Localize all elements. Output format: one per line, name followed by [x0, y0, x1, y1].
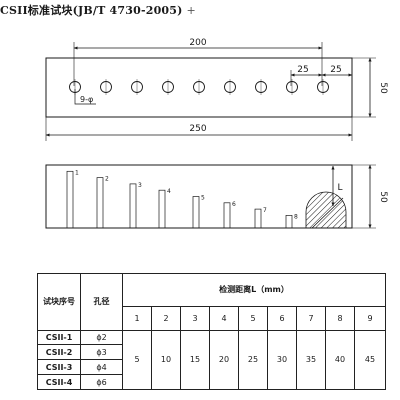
- distance-col-2: 2: [151, 305, 181, 331]
- side-view-holes: 1 2 3 4 5 6 7 8: [66, 169, 298, 229]
- side-hole-number-2: 2: [105, 176, 109, 183]
- header-hole-diameter: 孔径: [80, 273, 123, 331]
- distance-value-8: 40: [325, 329, 355, 390]
- distance-value-5: 25: [238, 329, 268, 390]
- title-cross-mark: +: [186, 4, 196, 17]
- specimen-code: CSII-4: [37, 374, 81, 390]
- side-hole-7: [254, 208, 262, 229]
- dim-L-label: L: [337, 183, 342, 193]
- distance-col-7: 7: [296, 305, 326, 331]
- side-hole-number-8: 8: [294, 213, 298, 220]
- top-view-holes: [69, 79, 329, 95]
- distance-value-1: 5: [122, 329, 152, 390]
- distance-value-7: 35: [296, 329, 326, 390]
- document-title: CSII标准试块(JB/T 4730-2005)+: [0, 2, 196, 18]
- side-hole-number-1: 1: [75, 169, 79, 176]
- hole-diameter: ϕ3: [80, 344, 123, 361]
- distance-value-4: 20: [209, 329, 239, 390]
- distance-col-8: 8: [325, 305, 355, 331]
- distance-col-5: 5: [238, 305, 268, 331]
- specimen-code: CSII-3: [37, 359, 81, 376]
- side-hole-number-7: 7: [263, 207, 267, 214]
- dim-50-side-label: 50: [378, 191, 388, 203]
- side-hole-8: [285, 215, 293, 229]
- distance-col-6: 6: [267, 305, 297, 331]
- distance-value-6: 30: [267, 329, 297, 390]
- hole-diameter: ϕ6: [80, 374, 123, 390]
- specimen-code: CSII-1: [37, 329, 81, 346]
- dim-25b-label: 25: [330, 65, 341, 75]
- top-view-block-outline: [45, 57, 353, 118]
- header-detection-distance: 检测距离L（mm）: [121, 273, 387, 307]
- side-view: 1 2 3 4 5 6 7 8 L 50: [45, 164, 388, 229]
- top-view: 200 25 25 50 250 9-φ: [45, 38, 388, 141]
- specimen-code: CSII-2: [37, 344, 81, 361]
- distance-col-9: 9: [353, 305, 387, 331]
- side-hole-6: [223, 202, 231, 229]
- distance-col-1: 1: [122, 305, 152, 331]
- hole-count-label: 9-φ: [80, 95, 93, 104]
- side-hole-5: [192, 196, 200, 229]
- dim-200-label: 200: [189, 38, 206, 48]
- distance-value-2: 10: [151, 329, 181, 390]
- distance-col-4: 4: [209, 305, 239, 331]
- side-hole-3: [129, 183, 137, 229]
- distance-col-3: 3: [180, 305, 210, 331]
- dim-50-top-label: 50: [378, 82, 388, 94]
- side-hole-number-3: 3: [138, 182, 142, 189]
- dim-250-label: 250: [189, 124, 206, 134]
- distance-value-9: 45: [353, 329, 387, 390]
- side-hole-number-6: 6: [232, 201, 236, 208]
- hole-diameter: ϕ2: [80, 329, 123, 346]
- hatched-section-diagonal: [311, 197, 344, 229]
- side-view-hatched-section: [305, 191, 347, 229]
- side-hole-4: [158, 189, 166, 229]
- hole-diameter: ϕ4: [80, 359, 123, 376]
- side-hole-2: [96, 177, 104, 229]
- title-text: CSII标准试块(JB/T 4730-2005): [0, 4, 183, 17]
- side-hole-1: [66, 170, 74, 229]
- distance-value-3: 15: [180, 329, 210, 390]
- table-header-row: 试块序号 孔径 检测距离L（mm）: [37, 273, 387, 331]
- side-hole-number-4: 4: [167, 188, 171, 195]
- side-hole-number-5: 5: [201, 195, 205, 202]
- dim-25a-label: 25: [297, 65, 308, 75]
- header-specimen-no: 试块序号: [37, 273, 81, 331]
